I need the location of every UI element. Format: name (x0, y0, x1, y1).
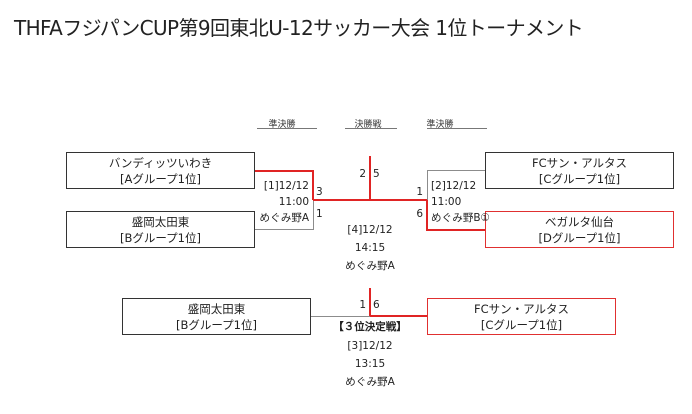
bracket-line-final-champion (369, 156, 371, 200)
bracket-line-a1 (255, 170, 313, 172)
third-venue: めぐみ野A (345, 376, 395, 388)
team-box-third-right[interactable]: FCサン・アルタス [Cグループ1位] (427, 298, 616, 335)
final-time: 14:15 (354, 242, 386, 254)
team-group: [Bグループ1位] (176, 317, 257, 332)
round-underline-final (345, 128, 397, 129)
team-box-c1[interactable]: FCサン・アルタス [Cグループ1位] (485, 152, 674, 189)
third-time: 13:15 (354, 358, 386, 370)
round-underline-semi-right (427, 128, 487, 129)
round-underline-semi-left (257, 128, 317, 129)
team-name: 盛岡太田東 (187, 301, 246, 316)
match1-date: [1]12/12 (263, 180, 309, 192)
match2-venue: めぐみ野B① (431, 212, 490, 224)
round-header-semifinal-left: 準決勝 (268, 120, 296, 130)
final-date: [4]12/12 (347, 224, 393, 236)
team-group: [Dグループ1位] (538, 230, 621, 245)
final-score-right: 5 (373, 168, 380, 180)
match1-time: 11:00 (278, 196, 309, 208)
bracket-line-third-winner (369, 288, 371, 316)
team-name: FCサン・アルタス (473, 301, 570, 316)
third-place-label: 【３位決定戦】 (333, 321, 407, 333)
match1-score-top: 3 (316, 186, 323, 198)
bracket-line-semi-left-upper (312, 170, 314, 200)
team-group: [Cグループ1位] (480, 317, 563, 332)
third-score-right: 6 (373, 299, 380, 311)
third-score-left: 1 (359, 299, 366, 311)
team-box-d1[interactable]: ベガルタ仙台 [Dグループ1位] (485, 211, 674, 248)
team-box-third-left[interactable]: 盛岡太田東 [Bグループ1位] (122, 298, 311, 335)
bracket-line-semi-right-lower (426, 200, 428, 230)
team-name: ベガルタ仙台 (545, 214, 614, 229)
team-box-a1[interactable]: バンディッツいわき [Aグループ1位] (66, 152, 255, 189)
match1-venue: めぐみ野A (259, 212, 310, 224)
team-group: [Cグループ1位] (538, 171, 621, 186)
bracket-line-third-left (311, 316, 370, 317)
team-box-b1[interactable]: 盛岡太田東 [Bグループ1位] (66, 211, 255, 248)
bracket-line-to-final-right (370, 199, 427, 201)
page-title: THFAフジパンCUP第9回東北U-12サッカー大会 1位トーナメント (14, 16, 584, 40)
final-venue: めぐみ野A (345, 260, 395, 272)
bracket-line-semi-left-lower (313, 200, 314, 230)
round-header-semifinal-right: 準決勝 (426, 120, 454, 130)
match2-score-top: 1 (416, 186, 423, 198)
team-group: [Aグループ1位] (120, 171, 201, 186)
bracket-line-to-final-left (313, 199, 370, 201)
final-score-left: 2 (359, 168, 366, 180)
bracket-line-b1 (255, 229, 313, 230)
team-name: FCサン・アルタス (531, 155, 628, 170)
bracket-line-third-right (370, 315, 427, 317)
match2-time: 11:00 (431, 196, 462, 208)
match2-date: [2]12/12 (431, 180, 477, 192)
team-name: バンディッツいわき (108, 155, 213, 170)
match1-score-bottom: 1 (316, 208, 323, 220)
bracket-line-c1 (427, 170, 485, 171)
bracket-line-d1 (426, 229, 485, 231)
third-date: [3]12/12 (347, 340, 393, 352)
round-header-final: 決勝戦 (354, 120, 382, 130)
match2-score-bottom: 6 (416, 208, 423, 220)
bracket-line-semi-right-upper (427, 170, 428, 200)
team-group: [Bグループ1位] (120, 230, 201, 245)
team-name: 盛岡太田東 (131, 214, 190, 229)
